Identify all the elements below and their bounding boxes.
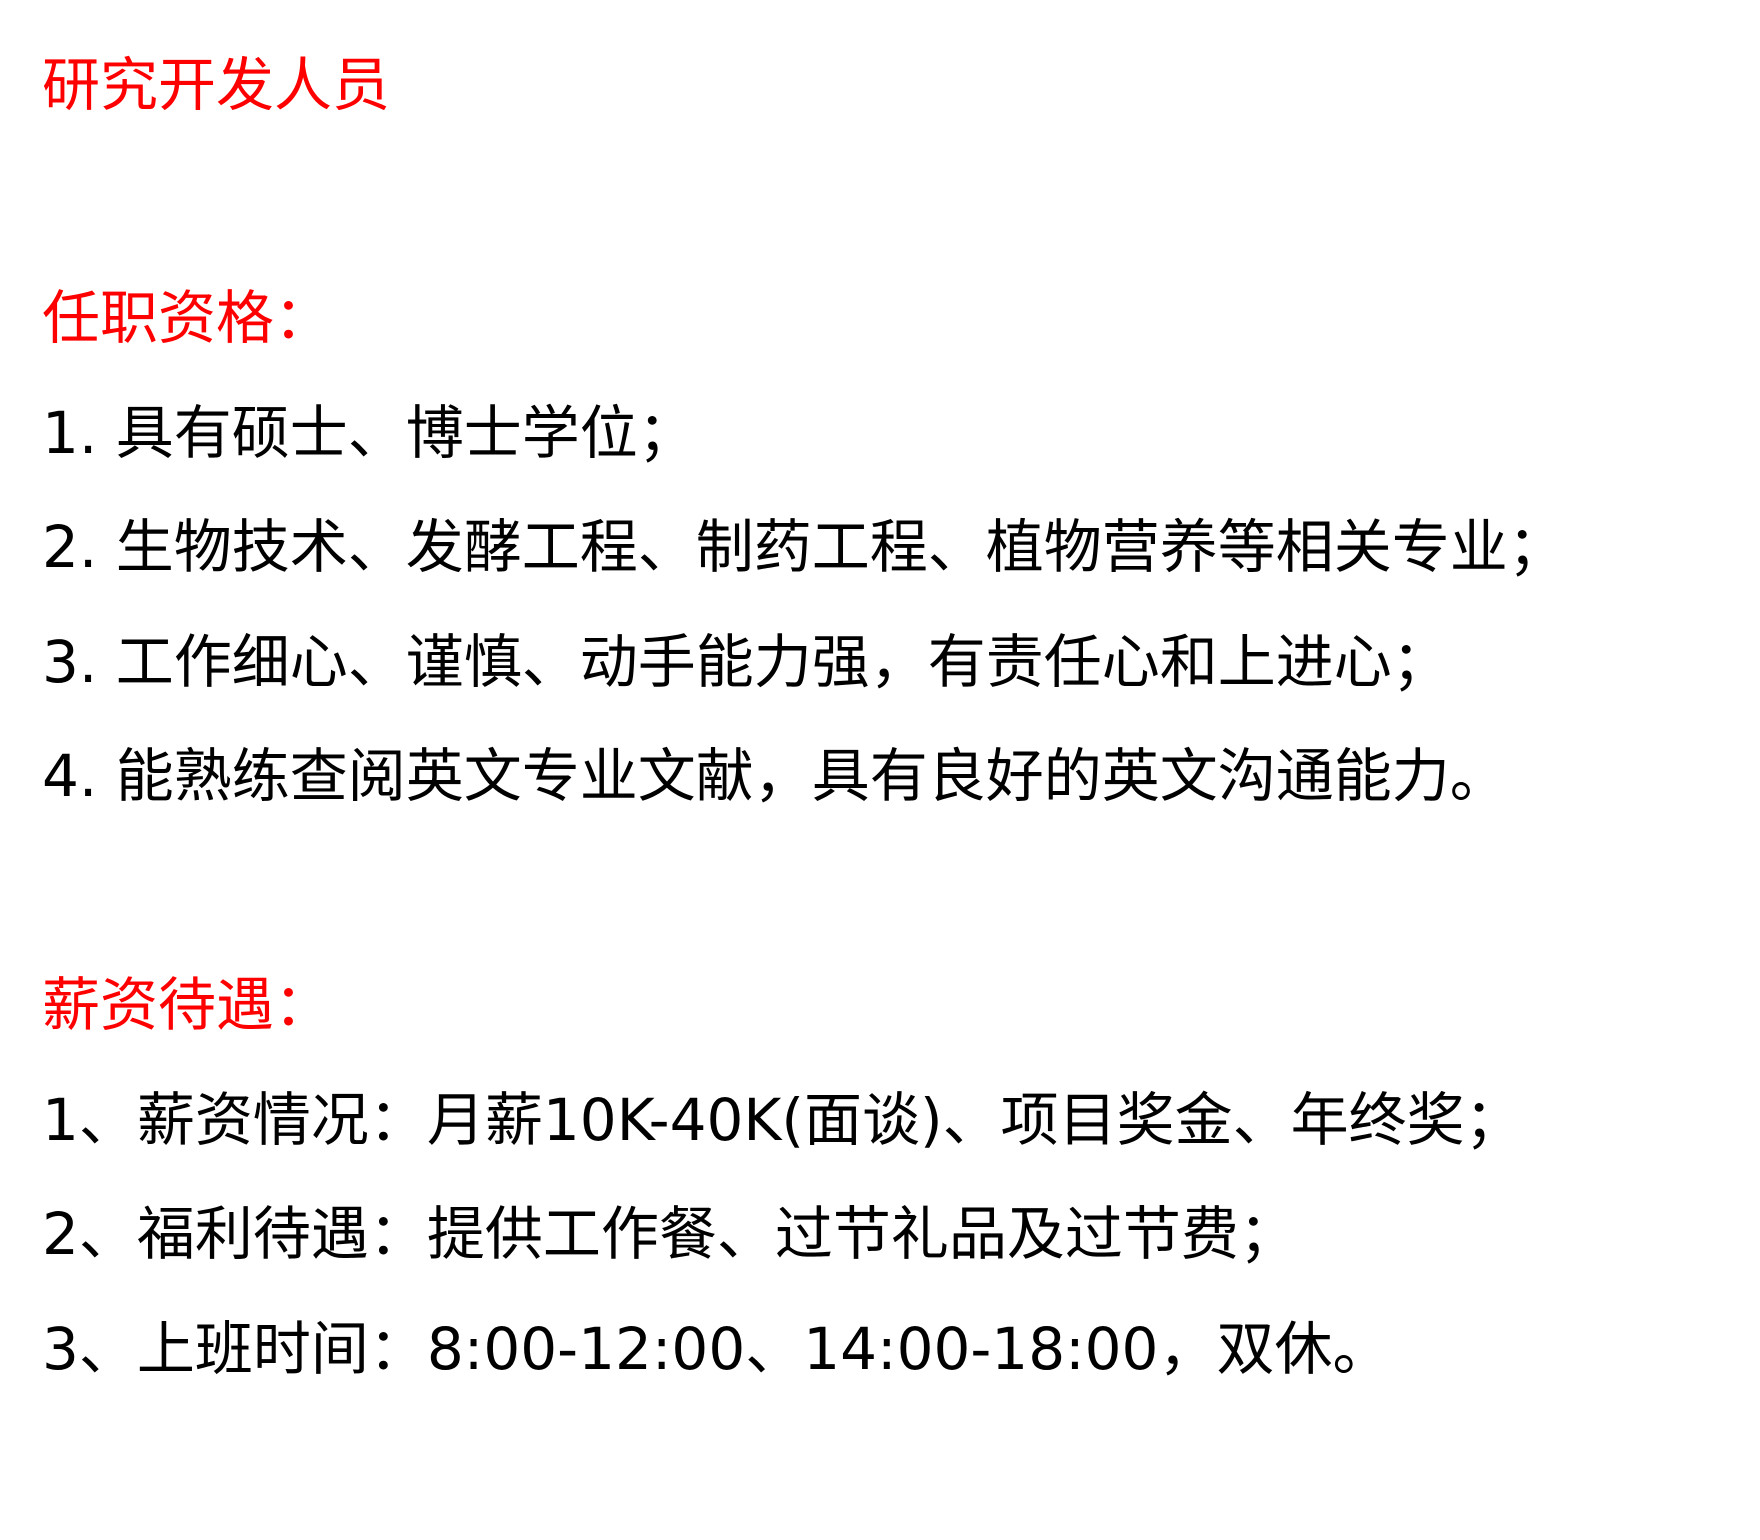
benefits-heading: 薪资待遇： [42,971,333,1039]
benefit-item: 1、薪资情况：月薪10K-40K(面谈)、项目奖金、年终奖； [42,1086,1523,1154]
benefit-item: 2、福利待遇：提供工作餐、过节礼品及过节费； [42,1200,1297,1268]
qualification-item: 1. 具有硕士、博士学位； [42,399,696,467]
benefit-item: 3、上班时间：8:00-12:00、14:00-18:00，双休。 [42,1315,1391,1383]
qualification-item: 4. 能熟练查阅英文专业文献，具有良好的英文沟通能力。 [42,742,1508,810]
job-title: 研究开发人员 [42,51,391,119]
qualification-item: 2. 生物技术、发酵工程、制药工程、植物营养等相关专业； [42,513,1566,581]
qualifications-heading: 任职资格： [42,284,333,352]
qualification-item: 3. 工作细心、谨慎、动手能力强，有责任心和上进心； [42,628,1450,696]
